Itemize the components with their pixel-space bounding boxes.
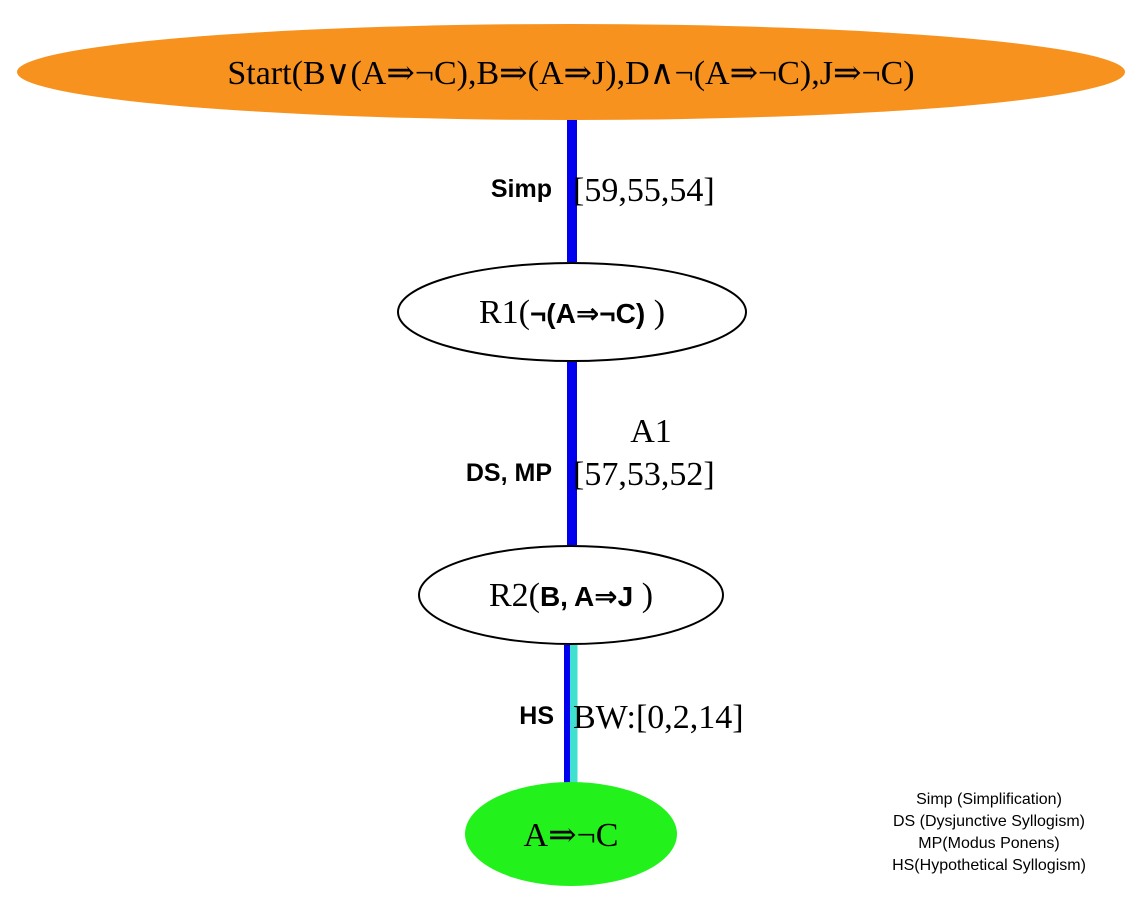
node-r2-suffix: ) <box>633 577 653 614</box>
node-start-ellipse <box>17 24 1125 120</box>
node-r2-prefix: R2( <box>489 577 540 614</box>
node-goal-label: A⇒¬C <box>524 817 619 854</box>
node-r2-ellipse <box>418 545 724 645</box>
node-goal-ellipse <box>465 782 677 886</box>
edge-r2-goal-weights: BW:[0,2,14] <box>573 699 744 736</box>
edge-r1-r2: A1 DS, MP [57,53,52] <box>466 362 715 545</box>
node-start: Start(B∨(A⇒¬C),B⇒(A⇒J),D∧¬(A⇒¬C),J⇒¬C) <box>17 24 1125 120</box>
node-r1-label: R1(¬(A⇒¬C) ) <box>479 294 665 331</box>
edge-r1-r2-rule-label: DS, MP <box>466 459 552 487</box>
node-r1-prefix: R1( <box>479 294 530 331</box>
edge-r2-goal-rule-label: HS <box>519 702 554 730</box>
node-r1: R1(¬(A⇒¬C) ) <box>397 262 747 362</box>
node-r1-suffix: ) <box>645 294 665 331</box>
node-start-label: Start(B∨(A⇒¬C),B⇒(A⇒J),D∧¬(A⇒¬C),J⇒¬C) <box>227 55 914 92</box>
legend: Simp (Simplification) DS (Dysjunctive Sy… <box>892 791 1086 874</box>
legend-item-ds: DS (Dysjunctive Syllogism) <box>893 813 1085 830</box>
legend-item-mp: MP(Modus Ponens) <box>918 835 1059 852</box>
edge-start-r1: Simp [59,55,54] <box>491 120 715 262</box>
node-goal: A⇒¬C <box>465 782 677 886</box>
edge-r1-r2-annotation: A1 <box>630 413 672 450</box>
node-r2-label: R2(B,A⇒J ) <box>489 577 653 614</box>
edge-r1-r2-weights: [57,53,52] <box>573 456 715 493</box>
node-r2: R2(B,A⇒J ) <box>418 545 724 645</box>
edge-r2-goal: HS BW:[0,2,14] <box>519 645 744 790</box>
node-r1-bold-formula: ¬(A⇒¬C) <box>530 298 645 329</box>
edge-start-r1-rule-label: Simp <box>491 175 552 203</box>
node-r1-ellipse <box>397 262 747 362</box>
edge-start-r1-weights: [59,55,54] <box>573 172 715 209</box>
legend-item-hs: HS(Hypothetical Syllogism) <box>892 857 1086 874</box>
node-r2-bold-formula: B, <box>540 581 568 612</box>
legend-item-simp: Simp (Simplification) <box>916 791 1062 808</box>
node-r2-highlight-formula: A⇒J <box>574 581 633 612</box>
